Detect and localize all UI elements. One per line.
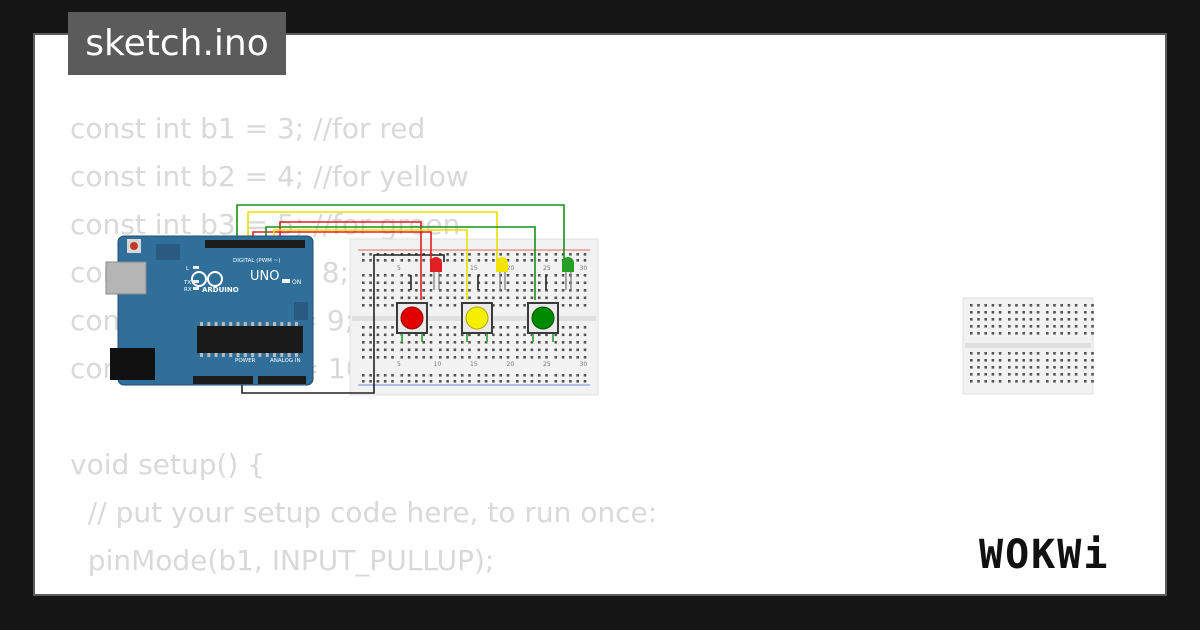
chip-pins [200,322,298,357]
tx-label: TX [183,280,191,286]
column-number: 5 [397,361,401,368]
arduino-uno-board[interactable] [105,235,314,386]
wire-pin10-green [236,204,565,262]
power-jack [110,348,155,380]
red-led[interactable] [430,257,442,290]
code-line: // put your setup code here, to run once… [70,496,658,529]
power-label: POWER [235,358,256,364]
green-led[interactable] [562,257,574,290]
arduino-uno-label: UNO [250,269,279,284]
arduino-brand-label: ARDUINO [202,286,239,294]
wire-pin9-yellow [247,211,498,262]
digital-label: DIGITAL (PWM ~) [233,258,280,264]
arduino-logo-icon [191,271,223,287]
column-number: 30 [580,265,588,272]
code-line: pinMode(b2, INPUT_PULLUP); [70,585,657,594]
column-number: 25 [543,361,551,368]
red-button[interactable] [396,302,428,342]
column-number: 15 [470,361,478,368]
yellow-button[interactable] [461,302,493,342]
wire-pin5-green [265,226,536,300]
wire-pin3-red [279,221,422,300]
code-view: const int b1 = 3; //for red const int b2 … [70,105,658,594]
digital-header [205,240,305,248]
wire-ground-black [241,254,445,394]
power-header [193,376,253,384]
yellow-led[interactable] [496,257,508,290]
file-title[interactable]: sketch.ino [68,12,286,75]
mini-breadboard-holes [970,304,1094,383]
column-number: 20 [507,361,515,368]
rx-label: RX [184,287,192,293]
code-line: void setup() { [70,448,266,481]
analog-header [258,376,306,384]
analog-label: ANALOG IN [270,358,301,364]
on-led-label: ON [292,279,301,286]
column-number: 15 [470,265,478,272]
column-number: 20 [507,265,515,272]
green-button[interactable] [527,302,559,342]
usb-connector [105,261,147,295]
code-line: const int b2 = 4; //for yellow [70,160,469,193]
column-number: 10 [434,361,442,368]
microcontroller-chip [197,326,303,353]
column-number: 25 [543,265,551,272]
wokwi-logo: WOKWi [979,532,1109,578]
wokwi-logo-text: WOKWi [979,532,1109,578]
column-number: 5 [397,265,401,272]
l-led-label: L [186,266,190,272]
mini-breadboard [962,297,1094,395]
column-number: 30 [580,361,588,368]
code-line: const int b1 = 3; //for red [70,112,426,145]
code-line: pinMode(b1, INPUT_PULLUP); [70,544,495,577]
